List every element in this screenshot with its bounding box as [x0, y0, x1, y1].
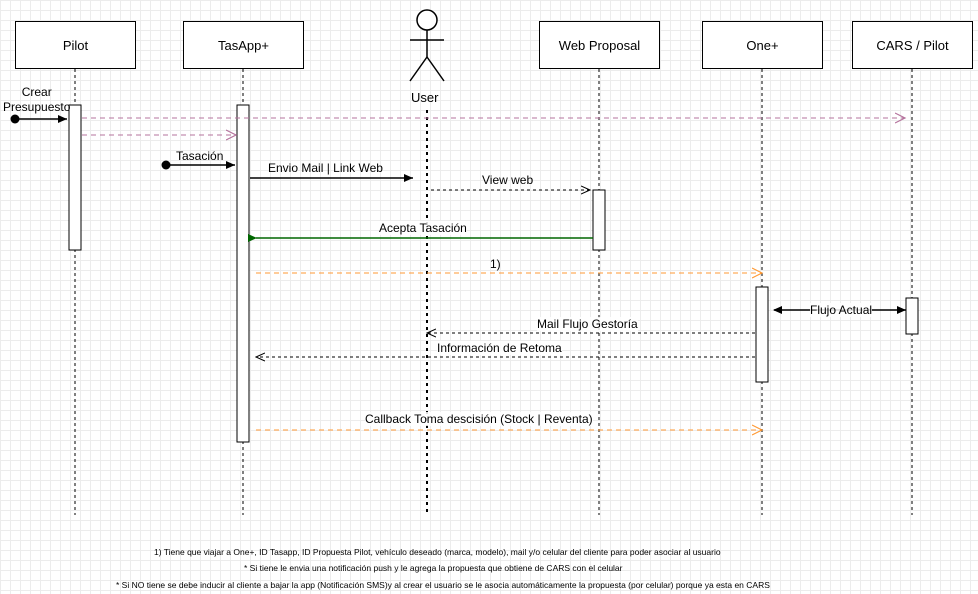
participant-cars-pilot[interactable]: CARS / Pilot — [852, 21, 973, 69]
participant-one-plus-label: One+ — [746, 37, 779, 53]
note-line-1: 1) Tiene que viajar a One+, ID Tasapp, I… — [154, 547, 721, 557]
label-view-web: View web — [482, 173, 534, 187]
activation-tasapp — [236, 104, 250, 443]
label-mail-flujo: Mail Flujo Gestoría — [537, 317, 638, 331]
participant-pilot[interactable]: Pilot — [15, 21, 136, 69]
label-acepta-tasacion: Acepta Tasación — [379, 221, 467, 235]
participant-web-proposal[interactable]: Web Proposal — [539, 21, 660, 69]
label-step-one: 1) — [490, 257, 501, 271]
participant-pilot-label: Pilot — [62, 37, 89, 53]
participant-tasapp[interactable]: TasApp+ — [183, 21, 304, 69]
label-crear-presupuesto: Crear Presupuesto — [3, 85, 71, 114]
participant-tasapp-label: TasApp+ — [218, 37, 269, 53]
participant-cars-pilot-label: CARS / Pilot — [876, 37, 949, 53]
note-line-3: * Si NO tiene se debe inducir al cliente… — [116, 580, 770, 590]
label-tasacion: Tasación — [176, 149, 224, 163]
participant-one-plus[interactable]: One+ — [702, 21, 823, 69]
activation-one-plus — [755, 286, 769, 383]
label-flujo-actual: Flujo Actual — [810, 303, 873, 317]
label-informacion-retoma: Información de Retoma — [437, 341, 562, 355]
label-callback: Callback Toma descisión (Stock | Reventa… — [365, 412, 593, 426]
label-envio-mail: Envio Mail | Link Web — [268, 161, 383, 175]
activation-cars-pilot — [905, 297, 919, 335]
user-actor-icon — [409, 9, 445, 82]
participant-user-label: User — [411, 90, 439, 105]
participant-web-proposal-label: Web Proposal — [558, 37, 641, 53]
note-line-2: * Si tiene le envia una notificación pus… — [244, 563, 623, 573]
activation-web-proposal — [592, 189, 606, 251]
activation-pilot — [68, 104, 82, 251]
